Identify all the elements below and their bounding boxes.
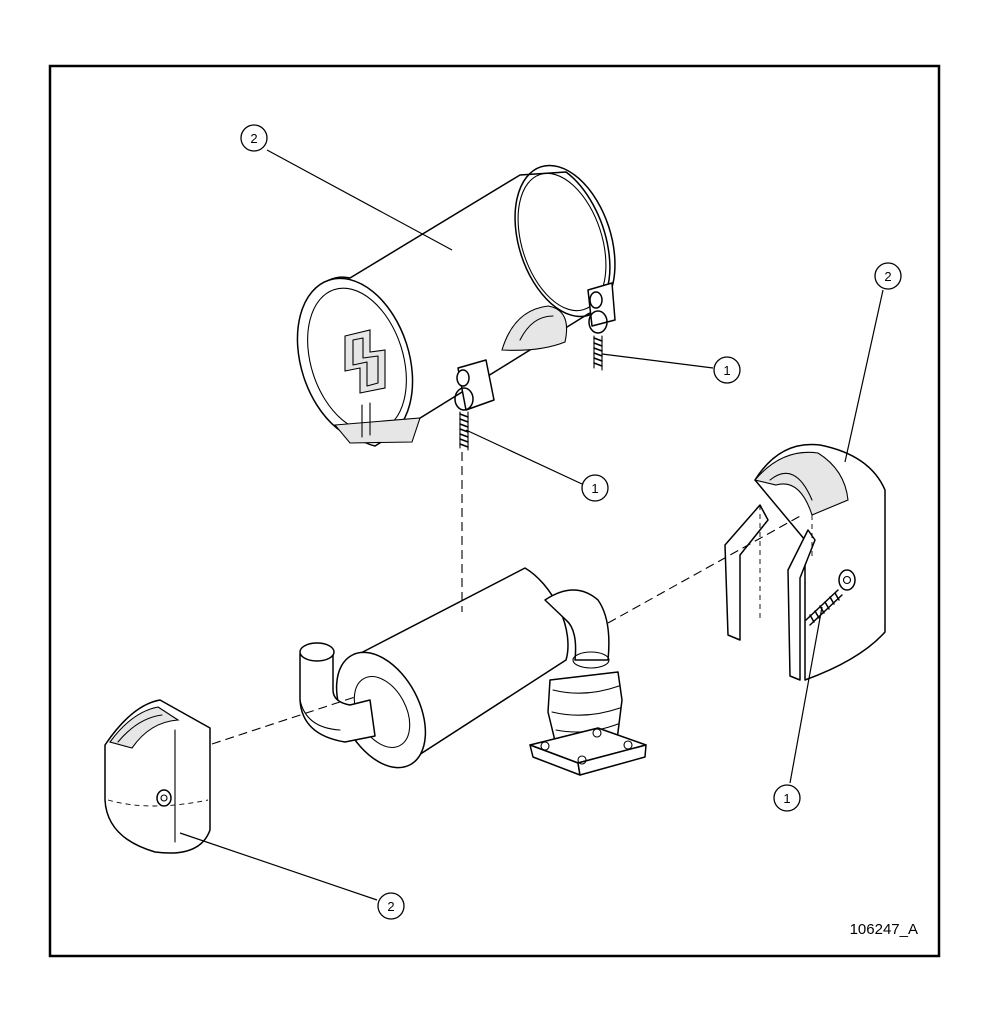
diagram-border — [48, 64, 941, 958]
right-heat-shield — [724, 443, 886, 681]
left-heat-shield — [104, 699, 211, 854]
svg-text:2: 2 — [250, 131, 257, 146]
muffler-assembly — [299, 567, 647, 776]
center-line-left — [211, 696, 356, 745]
callout-right-shield-spring: 1 — [773, 784, 801, 812]
svg-text:1: 1 — [591, 481, 598, 496]
callout-left-shield: 2 — [377, 892, 405, 920]
svg-text:1: 1 — [783, 791, 790, 806]
svg-text:2: 2 — [884, 269, 891, 284]
center-line-right — [607, 514, 803, 624]
callout-top-canister: 2 — [240, 124, 268, 152]
callout-right-shield: 2 — [874, 262, 902, 290]
svg-text:1: 1 — [723, 363, 730, 378]
top-left-spring — [454, 369, 474, 451]
svg-text:2: 2 — [387, 899, 394, 914]
callout-top-left-spring: 1 — [581, 474, 609, 502]
top-right-spring — [588, 291, 608, 371]
top-canister-housing — [296, 164, 616, 447]
drawing-number: 106247_A — [850, 921, 918, 938]
callout-top-right-spring: 1 — [713, 356, 741, 384]
